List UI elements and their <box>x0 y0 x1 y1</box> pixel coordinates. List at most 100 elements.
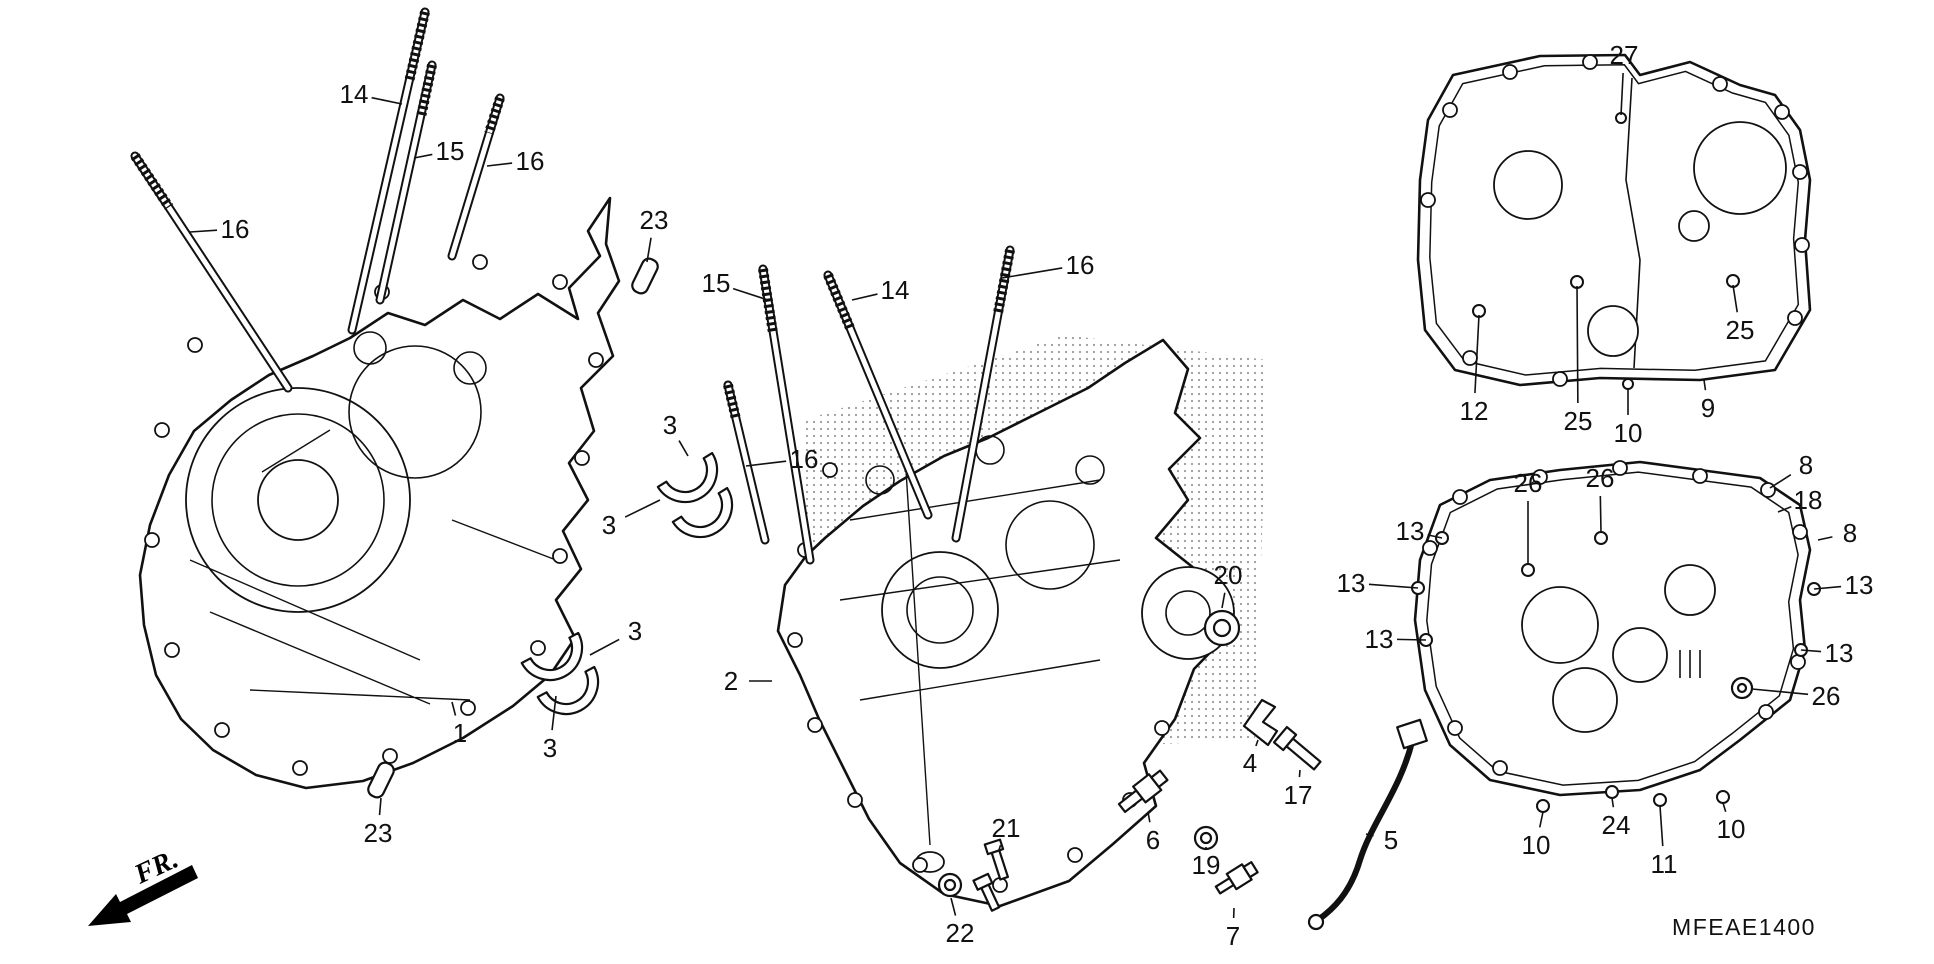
leader-line <box>1365 833 1374 837</box>
diagram-code: MFEAE1400 <box>1672 914 1816 940</box>
right-crankcase-outline <box>776 338 1233 908</box>
bolt-15-right <box>758 264 815 565</box>
part-callout-15: 15 <box>702 268 731 298</box>
leader-line <box>371 96 403 105</box>
part-callout-26: 26 <box>1812 681 1841 711</box>
bolt-part-17 <box>1272 725 1322 771</box>
leader-line <box>732 287 769 301</box>
part-callout-13: 13 <box>1365 624 1394 654</box>
harness-part-5 <box>1307 718 1428 931</box>
bolt-16-left <box>130 151 293 393</box>
part-callout-4: 4 <box>1243 748 1257 778</box>
bearing-shell <box>536 665 600 716</box>
dowel-pins <box>367 257 659 799</box>
part-callout-5: 5 <box>1384 825 1398 855</box>
leader-line <box>1001 267 1063 279</box>
part-callout-20: 20 <box>1214 560 1243 590</box>
leader-line <box>189 229 218 233</box>
bolt-16-left-short <box>447 93 505 261</box>
part-callout-23: 23 <box>640 205 669 235</box>
bolt-14-left <box>347 7 430 335</box>
leader-line <box>646 237 652 263</box>
part-callout-15: 15 <box>436 136 465 166</box>
nut-part-20 <box>1203 609 1241 647</box>
bolt-part-21 <box>983 838 1010 881</box>
part-callout-16: 16 <box>1066 250 1095 280</box>
part-callout-10: 10 <box>1614 418 1643 448</box>
part-callout-3: 3 <box>628 616 642 646</box>
leader-line <box>1659 805 1664 847</box>
bearing-shell <box>671 486 734 539</box>
part-callout-14: 14 <box>340 79 369 109</box>
part-callout-1: 1 <box>453 718 467 748</box>
part-callout-9: 9 <box>1701 393 1715 423</box>
leader-line <box>1703 379 1707 391</box>
left-crankcase <box>138 196 621 790</box>
leader-line <box>1732 284 1739 313</box>
dowel-pin <box>631 257 659 295</box>
leader-line <box>1813 585 1842 590</box>
leader-line <box>1800 649 1822 653</box>
part-callout-8: 8 <box>1799 450 1813 480</box>
small-parts <box>937 609 1428 931</box>
part-callout-13: 13 <box>1396 516 1425 546</box>
leader-line <box>1817 536 1833 541</box>
part-callout-10: 10 <box>1522 830 1551 860</box>
part-callout-16: 16 <box>790 444 819 474</box>
leader-line <box>1368 583 1419 589</box>
bearing-shell <box>656 451 719 504</box>
part-callout-21: 21 <box>992 813 1021 843</box>
bottom-gasket <box>1411 460 1821 813</box>
part-callout-3: 3 <box>663 410 677 440</box>
part-callout-2: 2 <box>724 666 738 696</box>
sensor-part-6 <box>1117 769 1169 814</box>
leader-line <box>1427 534 1443 539</box>
part-callout-13: 13 <box>1845 570 1874 600</box>
part-callout-12: 12 <box>1460 396 1489 426</box>
leader-line <box>1611 797 1615 808</box>
part-callout-23: 23 <box>364 818 393 848</box>
leader-line <box>413 153 433 159</box>
leader-line <box>1599 495 1602 533</box>
leader-line <box>1474 314 1480 394</box>
switch-part-7 <box>1214 861 1259 895</box>
part-callout-16: 16 <box>221 214 250 244</box>
leader-line <box>1396 638 1427 641</box>
part-callout-10: 10 <box>1717 814 1746 844</box>
leader-line <box>1298 769 1301 778</box>
part-callout-18: 18 <box>1794 485 1823 515</box>
top-gasket-markers <box>1472 112 1740 390</box>
part-callout-16: 16 <box>516 146 545 176</box>
leader-line <box>998 844 1002 851</box>
leader-line <box>1769 474 1792 489</box>
leader-line <box>1147 811 1151 823</box>
bolt-14-right <box>823 270 933 520</box>
leader-line <box>1620 72 1624 116</box>
part-callout-6: 6 <box>1146 825 1160 855</box>
leader-line <box>486 162 513 167</box>
part-callout-3: 3 <box>543 733 557 763</box>
leader-line <box>1255 739 1259 747</box>
right-crankcase <box>776 338 1235 908</box>
leader-line <box>1221 592 1226 609</box>
part-callout-3: 3 <box>602 510 616 540</box>
leader-line <box>624 499 661 518</box>
bottom-gasket-detail-26 <box>1730 676 1754 700</box>
part-callout-13: 13 <box>1337 568 1366 598</box>
clamp-part-4 <box>1242 698 1279 747</box>
part-callout-8: 8 <box>1843 518 1857 548</box>
part-callout-25: 25 <box>1726 315 1755 345</box>
leader-line <box>1538 811 1544 828</box>
top-gasket <box>1416 53 1812 390</box>
bolt-16-right-short <box>723 380 770 545</box>
cylinder-opening <box>348 345 482 479</box>
part-callout-24: 24 <box>1602 810 1631 840</box>
part-callout-26: 26 <box>1586 463 1615 493</box>
fr-direction: FR. <box>88 844 198 926</box>
bearing-shells <box>520 451 734 716</box>
leader-line <box>551 695 557 731</box>
leader-line <box>851 293 878 301</box>
